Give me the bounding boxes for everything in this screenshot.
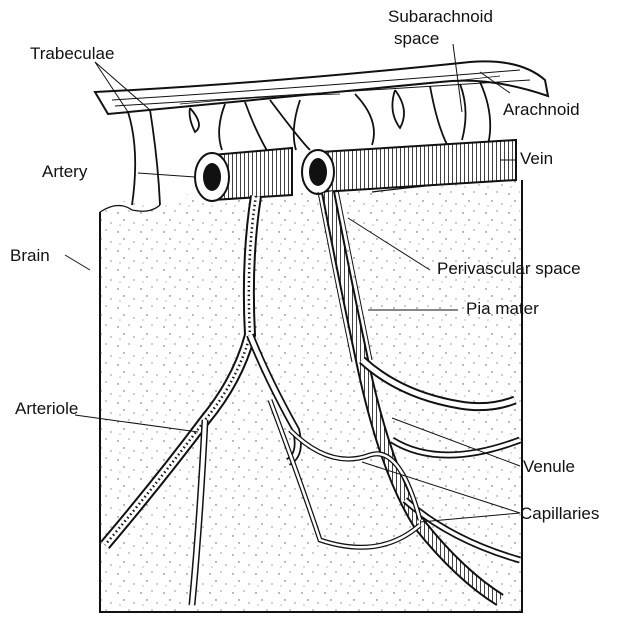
label-capillaries: Capillaries <box>520 505 599 523</box>
label-trabeculae: Trabeculae <box>30 45 114 63</box>
brain-tissue <box>100 180 522 612</box>
label-subarachnoid: Subarachnoid <box>388 8 493 26</box>
label-artery: Artery <box>42 163 87 181</box>
arachnoid-membrane <box>95 61 548 114</box>
label-perivascular-space: Perivascular space <box>437 260 581 278</box>
label-arteriole: Arteriole <box>15 400 78 418</box>
label-vein: Vein <box>520 150 553 168</box>
label-pia-mater: Pia mater <box>466 300 539 318</box>
label-space: space <box>394 30 439 48</box>
label-venule: Venule <box>523 458 575 476</box>
label-arachnoid: Arachnoid <box>503 101 580 119</box>
artery-vessel <box>195 148 292 201</box>
label-brain: Brain <box>10 247 50 265</box>
